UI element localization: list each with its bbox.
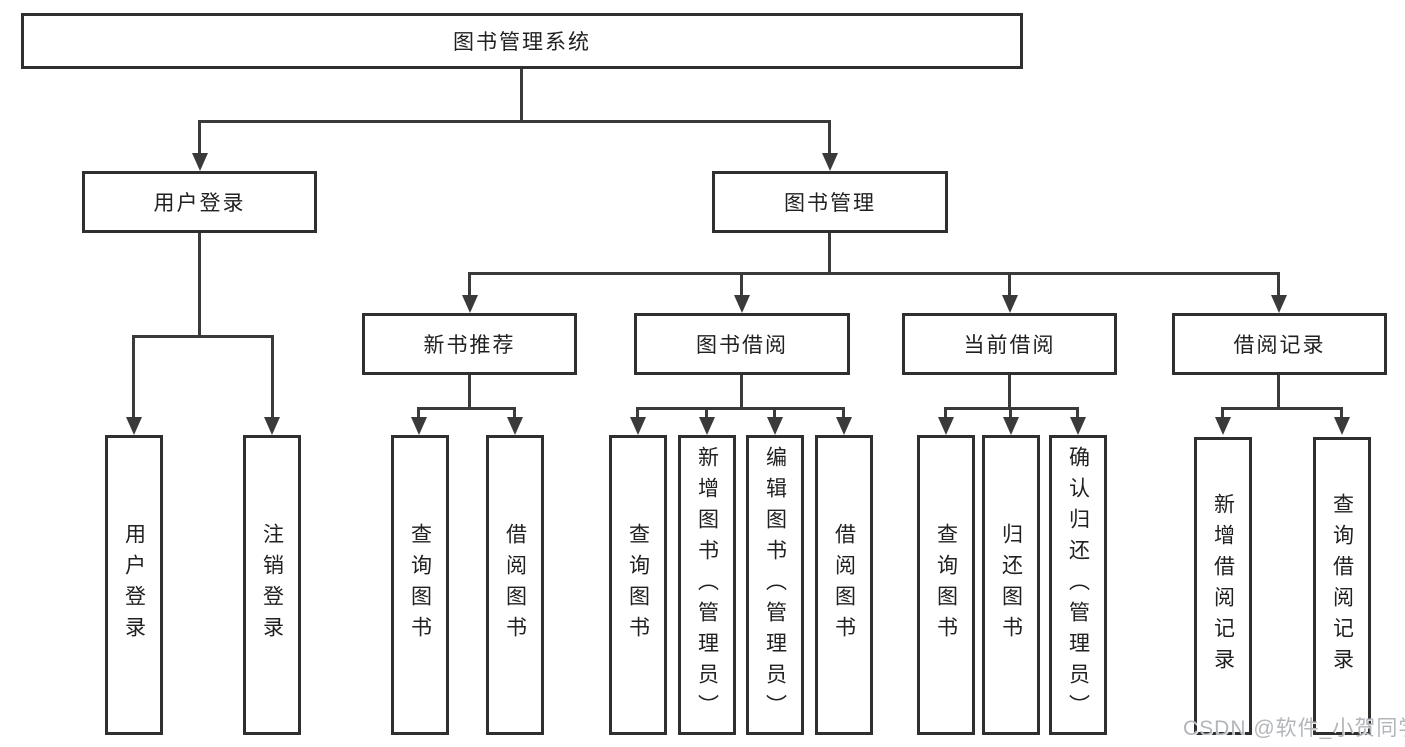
leaf-borrow-query-label: 查询图书 [626, 523, 650, 647]
arrowhead-newbook-borrow [507, 417, 523, 435]
leaf-current-query-label: 查询图书 [934, 523, 958, 647]
connector-newbooks-stub-2 [513, 407, 516, 419]
node-current-borrow-label: 当前借阅 [963, 334, 1056, 357]
connector-root-left-stub [198, 120, 201, 155]
leaf-logout-action-label: 注销登录 [260, 523, 284, 647]
connector-newbooks-stem [468, 375, 471, 407]
leaf-newbook-query-label: 查询图书 [408, 523, 432, 647]
leaf-current-return: 归还图书 [982, 435, 1040, 735]
leaf-current-query: 查询图书 [917, 435, 975, 735]
arrowhead-newbook-query [411, 417, 427, 435]
node-book-mgmt-label: 图书管理 [784, 192, 876, 215]
connector-borrow-stem [740, 375, 743, 407]
connector-login-left-stub [132, 335, 135, 419]
node-root-system: 图书管理系统 [21, 13, 1023, 69]
arrowhead-record-query [1334, 417, 1350, 435]
connector-newbooks-split [419, 407, 516, 410]
node-borrow-records-label: 借阅记录 [1233, 334, 1326, 357]
connector-borrow-split [638, 407, 845, 410]
leaf-borrow-add-label: 新增图书（管理员） [695, 445, 719, 725]
connector-root-stem [520, 69, 523, 120]
connector-login-stem [198, 233, 201, 335]
connector-borrow-stub-2 [705, 407, 708, 419]
connector-borrow-stub-1 [636, 407, 639, 419]
arrowhead-borrow-query [630, 417, 646, 435]
leaf-record-add-label: 新增借阅记录 [1211, 493, 1235, 679]
connector-records-stub-2 [1340, 407, 1343, 419]
arrowhead-borrow-borrow [836, 417, 852, 435]
arrowhead-logout-action [264, 417, 280, 435]
leaf-borrow-add: 新增图书（管理员） [678, 435, 736, 735]
node-user-login: 用户登录 [82, 171, 317, 233]
node-book-borrow-label: 图书借阅 [696, 334, 788, 357]
leaf-record-add: 新增借阅记录 [1194, 437, 1252, 735]
node-current-borrow: 当前借阅 [902, 313, 1117, 375]
node-new-books: 新书推荐 [362, 313, 577, 375]
connector-current-stub-2 [1009, 407, 1012, 419]
leaf-user-login-action-label: 用户登录 [122, 523, 146, 647]
leaf-record-query: 查询借阅记录 [1313, 437, 1371, 735]
arrowhead-current-return [1003, 417, 1019, 435]
leaf-logout-action: 注销登录 [243, 435, 301, 735]
leaf-newbook-borrow-label: 借阅图书 [503, 523, 527, 647]
connector-login-right-stub [271, 335, 274, 419]
connector-login-split [134, 335, 274, 338]
leaf-user-login-action: 用户登录 [105, 435, 163, 735]
arrowhead-current-borrow [1002, 295, 1018, 313]
node-borrow-records: 借阅记录 [1172, 313, 1387, 375]
connector-borrow-stub-3 [773, 407, 776, 419]
arrowhead-user-login [192, 153, 208, 171]
node-user-login-label: 用户登录 [153, 192, 246, 215]
arrowhead-borrow-records [1271, 295, 1287, 313]
leaf-current-return-label: 归还图书 [999, 523, 1023, 647]
node-book-mgmt: 图书管理 [712, 171, 948, 233]
node-new-books-label: 新书推荐 [423, 334, 516, 357]
connector-current-stub-3 [1076, 407, 1079, 419]
arrowhead-borrow-add [699, 417, 715, 435]
connector-mgmt-stub-2 [740, 272, 743, 297]
connector-borrow-stub-4 [842, 407, 845, 419]
arrowhead-borrow-edit [767, 417, 783, 435]
leaf-newbook-query: 查询图书 [391, 435, 449, 735]
arrowhead-book-mgmt [822, 153, 838, 171]
connector-records-stem [1277, 375, 1280, 407]
connector-mgmt-stub-4 [1277, 272, 1280, 297]
arrowhead-current-confirm [1070, 417, 1086, 435]
connector-mgmt-stub-1 [468, 272, 471, 297]
arrowhead-record-add [1215, 417, 1231, 435]
arrowhead-new-books [462, 295, 478, 313]
connector-records-stub-1 [1221, 407, 1224, 419]
leaf-record-query-label: 查询借阅记录 [1330, 493, 1354, 679]
connector-records-split [1223, 407, 1343, 410]
leaf-borrow-borrow: 借阅图书 [815, 435, 873, 735]
leaf-newbook-borrow: 借阅图书 [486, 435, 544, 735]
connector-mgmt-split [470, 272, 1280, 275]
node-book-borrow: 图书借阅 [634, 313, 850, 375]
connector-current-stem [1008, 375, 1011, 407]
leaf-borrow-borrow-label: 借阅图书 [832, 523, 856, 647]
connector-current-stub-1 [944, 407, 947, 419]
leaf-borrow-edit-label: 编辑图书（管理员） [763, 445, 787, 725]
connector-mgmt-stub-3 [1008, 272, 1011, 297]
node-root-label: 图书管理系统 [453, 31, 591, 54]
connector-current-split [946, 407, 1079, 410]
connector-mgmt-stem [828, 233, 831, 272]
leaf-current-confirm: 确认归还（管理员） [1049, 435, 1107, 735]
leaf-borrow-query: 查询图书 [609, 435, 667, 735]
connector-root-right-stub [828, 120, 831, 155]
arrowhead-book-borrow [734, 295, 750, 313]
leaf-current-confirm-label: 确认归还（管理员） [1066, 445, 1090, 725]
leaf-borrow-edit: 编辑图书（管理员） [746, 435, 804, 735]
connector-root-split [200, 120, 830, 123]
arrowhead-login-action [126, 417, 142, 435]
connector-newbooks-stub-1 [417, 407, 420, 419]
arrowhead-current-query [938, 417, 954, 435]
csdn-watermark: CSDN @软件_小贺同学 [1183, 717, 1405, 740]
